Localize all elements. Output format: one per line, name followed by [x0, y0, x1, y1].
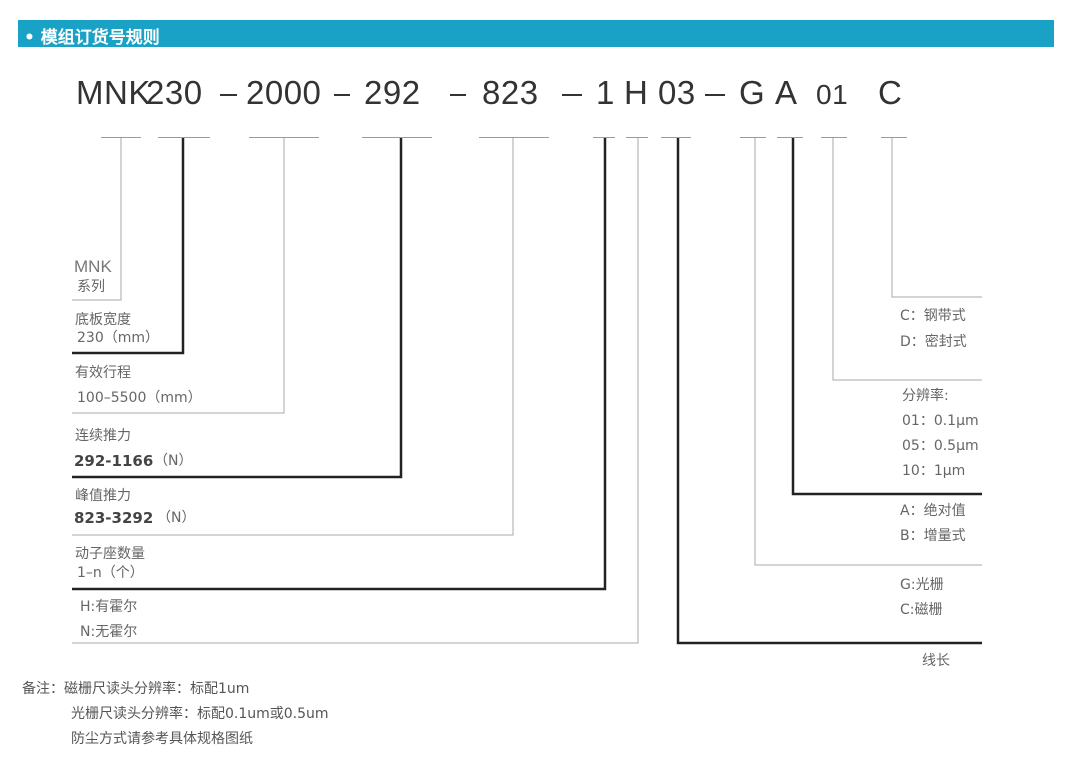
- segment-underline: [158, 137, 210, 138]
- label-hall-h: H:有霍尔: [80, 599, 138, 615]
- leader-line-series: [72, 138, 122, 301]
- code-dash: [334, 94, 350, 96]
- segment-underline: [362, 137, 432, 138]
- code-dash: [450, 94, 466, 96]
- leader-line-peak-force: [72, 138, 514, 536]
- code-dash: [220, 94, 237, 96]
- note-line-1: 备注：磁栅尺读头分辨率：标配1um: [22, 681, 250, 697]
- label-scale-c: C:磁栅: [900, 602, 943, 618]
- label-scale-g: G:光栅: [900, 577, 944, 593]
- section-title: • 模组订货号规则: [24, 28, 160, 48]
- leader-line-hall: [72, 138, 639, 644]
- code-segment-resolution: 01: [816, 79, 849, 110]
- label-peak-force-unit: （N）: [157, 510, 196, 526]
- label-peak-force-value: 823-3292: [74, 509, 154, 527]
- leader-line-resolution: [832, 138, 982, 381]
- label-peak-force-name: 峰值推力: [75, 488, 131, 504]
- code-segment-width: 230: [146, 74, 203, 111]
- code-segment-mnk: MNK: [76, 74, 151, 111]
- leader-line-scale: [754, 138, 982, 566]
- code-segment-mover-count: 1: [596, 74, 615, 111]
- segment-underline: [593, 137, 615, 138]
- code-segment-peak-force: 823: [482, 74, 539, 111]
- segment-underline: [821, 137, 847, 138]
- label-res-05: 05：0.5μm: [902, 438, 979, 454]
- label-stroke-name: 有效行程: [75, 365, 131, 381]
- leader-line-cover: [891, 138, 982, 298]
- note-line-3: 防尘方式请参考具体规格图纸: [71, 731, 253, 747]
- label-encoder-a: A：绝对值: [900, 503, 966, 519]
- code-segment-hall: H: [624, 74, 649, 111]
- segment-underline: [881, 137, 907, 138]
- leader-line-width: [72, 138, 185, 355]
- label-mover-value: 1–n（个）: [77, 565, 144, 581]
- label-cover-d: D：密封式: [900, 334, 967, 350]
- label-series-name: 系列: [77, 279, 105, 295]
- label-width-name: 底板宽度: [75, 312, 131, 328]
- segment-underline: [249, 137, 319, 138]
- leader-line-cable: [676, 138, 982, 645]
- label-cont-force-name: 连续推力: [75, 428, 131, 444]
- label-series-code: MNK: [74, 257, 112, 276]
- label-encoder-b: B：增量式: [900, 528, 966, 544]
- segment-underline: [740, 137, 766, 138]
- label-width-value: 230（mm）: [77, 330, 159, 346]
- label-cont-force-value: 292-1166: [74, 452, 154, 470]
- label-cable-length: 线长: [922, 653, 950, 669]
- segment-underline: [777, 137, 803, 138]
- segment-underline: [101, 137, 141, 138]
- code-segment-stroke: 2000: [246, 74, 322, 111]
- leader-line-stroke: [72, 138, 285, 414]
- label-cont-force-unit: （N）: [154, 453, 193, 469]
- label-hall-n: N:无霍尔: [80, 624, 138, 640]
- note-line-2: 光栅尺读头分辨率：标配0.1um或0.5um: [71, 706, 329, 722]
- code-segment-cont-force: 292: [364, 74, 421, 111]
- segment-underline: [661, 137, 691, 138]
- label-stroke-value: 100–5500（mm）: [77, 390, 202, 406]
- label-res-10: 10：1μm: [902, 463, 966, 479]
- code-dash: [705, 94, 725, 96]
- code-segment-cable: 03: [658, 74, 696, 111]
- leader-line-mover-count: [72, 138, 607, 591]
- code-segment-encoder: A: [775, 74, 798, 111]
- label-res-01: 01：0.1μm: [902, 413, 979, 429]
- code-dash: [562, 94, 582, 96]
- leader-line-encoder: [791, 138, 982, 496]
- label-cover-c: C：钢带式: [900, 308, 966, 324]
- segment-underline: [479, 137, 549, 138]
- label-resolution-name: 分辨率:: [902, 388, 949, 404]
- label-mover-name: 动子座数量: [75, 546, 145, 562]
- code-segment-cover: C: [878, 74, 903, 111]
- code-segment-scale: G: [739, 74, 766, 111]
- section-header-bar: • 模组订货号规则: [18, 20, 1054, 48]
- segment-underline: [626, 137, 648, 138]
- leader-line-cont-force: [72, 138, 403, 479]
